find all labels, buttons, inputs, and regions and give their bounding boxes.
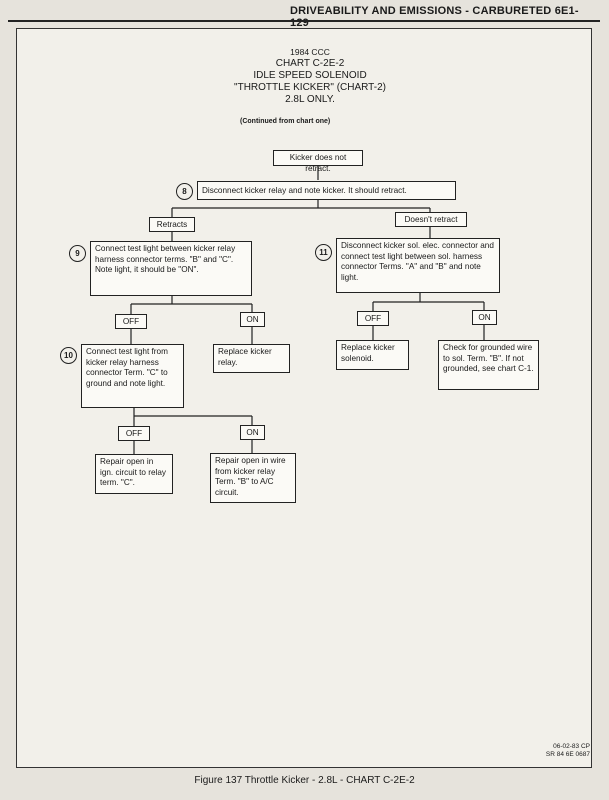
- continued-note: (Continued from chart one): [240, 118, 331, 125]
- node-replace-relay: Replace kicker relay.: [213, 344, 290, 373]
- branch-on-step9: ON: [240, 312, 265, 327]
- node-repair-wire: Repair open in wire from kicker relay Te…: [210, 453, 296, 503]
- title-year: 1984 CCC: [290, 47, 330, 57]
- step-number-9: 9: [69, 245, 86, 262]
- node-step-8: Disconnect kicker relay and note kicker.…: [197, 181, 456, 200]
- chart-title: 1984 CCC CHART C-2E-2 IDLE SPEED SOLENOI…: [180, 46, 440, 106]
- node-step-9: Connect test light between kicker relay …: [90, 241, 252, 296]
- title-kicker: "THROTTLE KICKER" (CHART-2): [234, 82, 386, 93]
- node-step-10: Connect test light from kicker relay har…: [81, 344, 184, 408]
- title-engine: 2.8L ONLY.: [285, 94, 335, 105]
- ref-code: SR 84 6E 0687: [545, 751, 590, 758]
- branch-on-step10: ON: [240, 425, 265, 440]
- node-check-grounded: Check for grounded wire to sol. Term. "B…: [438, 340, 539, 390]
- branch-doesnt-retract: Doesn't retract: [395, 212, 467, 227]
- step-number-8: 8: [176, 183, 193, 200]
- step-number-10: 10: [60, 347, 77, 364]
- page-header: DRIVEABILITY AND EMISSIONS - CARBURETED …: [290, 5, 590, 29]
- figure-caption: Figure 137 Throttle Kicker - 2.8L - CHAR…: [194, 775, 415, 786]
- date-code: 06-02-83 CP: [553, 743, 590, 750]
- branch-on-step11: ON: [472, 310, 497, 325]
- branch-retracts: Retracts: [149, 217, 195, 232]
- title-chart-id: CHART C-2E-2: [275, 58, 345, 69]
- section-title: DRIVEABILITY AND EMISSIONS - CARBURETED: [290, 5, 552, 17]
- footer-codes: 06-02-83 CP SR 84 6E 0687: [520, 743, 590, 759]
- step-number-11: 11: [315, 244, 332, 261]
- title-subject: IDLE SPEED SOLENOID: [253, 70, 367, 81]
- node-step-11: Disconnect kicker sol. elec. connector a…: [336, 238, 500, 293]
- branch-off-step9: OFF: [115, 314, 147, 329]
- header-rule: [8, 20, 600, 22]
- node-replace-solenoid: Replace kicker solenoid.: [336, 340, 409, 370]
- branch-off-step10: OFF: [118, 426, 150, 441]
- node-repair-ign: Repair open in ign. circuit to relay ter…: [95, 454, 173, 494]
- branch-off-step11: OFF: [357, 311, 389, 326]
- node-start: Kicker does not retract.: [273, 150, 363, 173]
